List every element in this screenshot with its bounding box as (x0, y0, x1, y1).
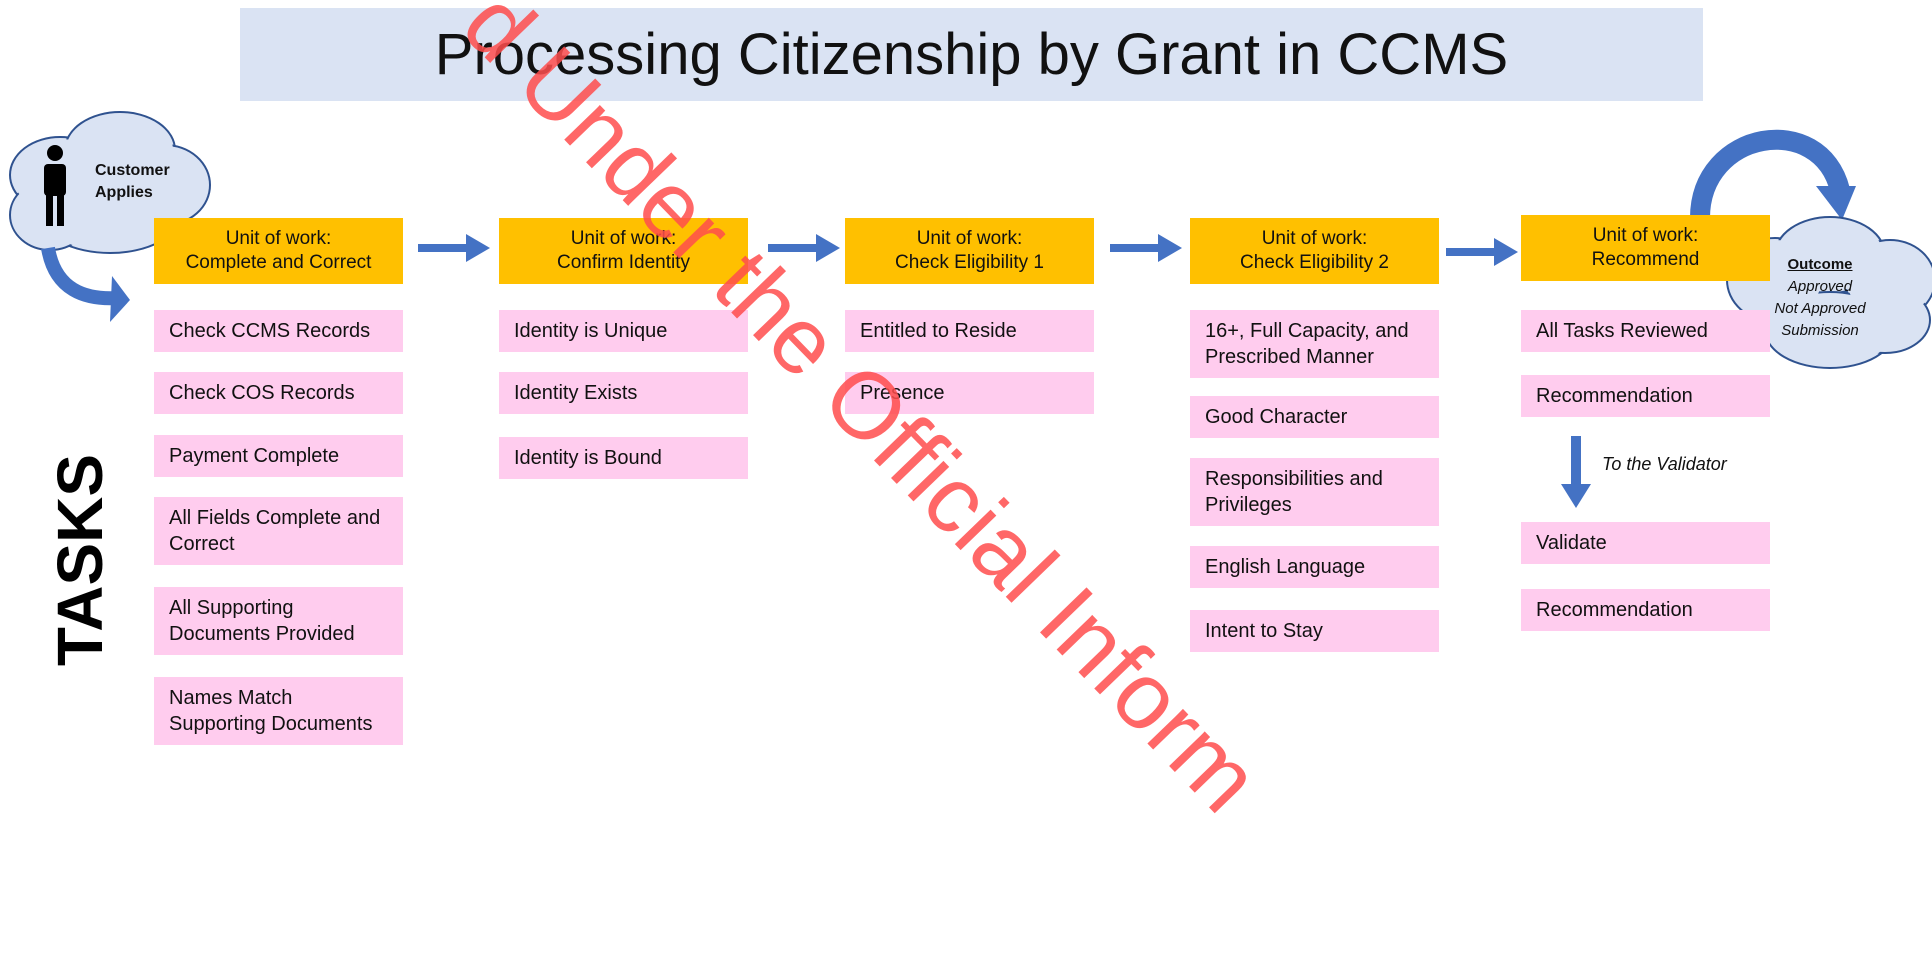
customer-line-2: Applies (95, 184, 153, 201)
outcome-cloud-text: Outcome Approved Not Approved Submission (1755, 254, 1885, 342)
title-banner: Processing Citizenship by Grant in CCMS (240, 8, 1703, 101)
unit-name: Complete and Correct (185, 252, 372, 273)
unit-complete-and-correct: Unit of work: Complete and Correct (154, 218, 403, 284)
task-english-language: English Language (1190, 546, 1439, 588)
customer-line-1: Customer (95, 162, 170, 179)
person-icon (44, 145, 66, 226)
task-intent-to-stay: Intent to Stay (1190, 610, 1439, 652)
customer-cloud-text: Customer Applies (95, 160, 170, 204)
task-responsibilities: Responsibilities and Privileges (1190, 458, 1439, 526)
task-final-recommendation: Recommendation (1521, 589, 1770, 631)
outcome-line-1: Approved (1787, 278, 1853, 295)
unit-check-eligibility-2: Unit of work: Check Eligibility 2 (1190, 218, 1439, 284)
unit-heading: Unit of work: (570, 228, 677, 249)
task-check-cos-records: Check COS Records (154, 372, 403, 414)
unit-heading: Unit of work: (916, 228, 1023, 249)
flow-arrows (418, 234, 1518, 266)
outcome-line-2: Not Approved (1774, 300, 1866, 317)
unit-name: Check Eligibility 1 (895, 252, 1044, 273)
to-validator-label: To the Validator (1602, 454, 1727, 474)
task-entitled-to-reside: Entitled to Reside (845, 310, 1094, 352)
task-identity-bound: Identity is Bound (499, 437, 748, 479)
outcome-line-3: Submission (1781, 322, 1859, 339)
task-identity-exists: Identity Exists (499, 372, 748, 414)
unit-heading: Unit of work: (1261, 228, 1368, 249)
unit-check-eligibility-1: Unit of work: Check Eligibility 1 (845, 218, 1094, 284)
task-payment-complete: Payment Complete (154, 435, 403, 477)
unit-heading: Unit of work: (225, 228, 332, 249)
unit-name: Check Eligibility 2 (1240, 252, 1389, 273)
outcome-title: Outcome (1787, 256, 1853, 273)
task-check-ccms-records: Check CCMS Records (154, 310, 403, 352)
unit-name: Recommend (1591, 249, 1700, 270)
customer-curved-arrow (41, 246, 119, 306)
outcome-curved-arrow (1690, 129, 1850, 219)
task-presence: Presence (845, 372, 1094, 414)
tasks-side-label: TASKS (44, 453, 116, 667)
diagram-connectors (9, 111, 1932, 508)
unit-confirm-identity: Unit of work: Confirm Identity (499, 218, 748, 284)
task-good-character: Good Character (1190, 396, 1439, 438)
task-all-fields-complete: All Fields Complete and Correct (154, 497, 403, 565)
task-supporting-documents: All Supporting Documents Provided (154, 587, 403, 655)
validator-down-arrow (1561, 436, 1591, 508)
task-identity-unique: Identity is Unique (499, 310, 748, 352)
unit-recommend: Unit of work: Recommend (1521, 215, 1770, 281)
task-recommendation: Recommendation (1521, 375, 1770, 417)
task-full-capacity: 16+, Full Capacity, and Prescribed Manne… (1190, 310, 1439, 378)
diagram-title: Processing Citizenship by Grant in CCMS (434, 22, 1509, 87)
task-all-tasks-reviewed: All Tasks Reviewed (1521, 310, 1770, 352)
unit-name: Confirm Identity (556, 252, 691, 273)
unit-heading: Unit of work: (1592, 225, 1699, 246)
task-validate: Validate (1521, 522, 1770, 564)
task-names-match: Names Match Supporting Documents (154, 677, 403, 745)
